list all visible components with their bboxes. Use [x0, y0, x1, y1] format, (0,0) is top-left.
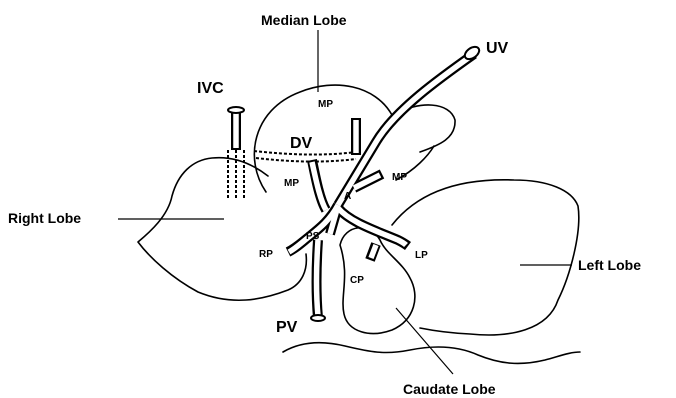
label-ps: PS [306, 231, 320, 242]
label-pv: PV [276, 319, 298, 336]
label-mp-right: MP [392, 172, 407, 183]
pv-opening [311, 315, 325, 321]
label-uv: UV [486, 40, 509, 57]
label-right-lobe: Right Lobe [8, 210, 81, 226]
label-mp-top: MP [318, 99, 333, 110]
label-rp: RP [259, 249, 273, 260]
right-lobe-outline [138, 158, 306, 301]
bottom-contour [283, 343, 580, 364]
ivc-opening [228, 107, 244, 113]
label-dv: DV [290, 135, 313, 152]
label-caudate-lobe: Caudate Lobe [403, 381, 496, 397]
dv-dashed-lower [256, 158, 356, 162]
label-cp: CP [350, 275, 364, 286]
label-left-lobe: Left Lobe [578, 257, 641, 273]
label-lp: LP [415, 250, 428, 261]
label-median-lobe: Median Lobe [261, 12, 347, 28]
caudate-lobe-leader [396, 308, 453, 374]
label-mp-left: MP [284, 178, 299, 189]
label-ivc: IVC [197, 80, 224, 97]
label-a: A [344, 191, 351, 202]
